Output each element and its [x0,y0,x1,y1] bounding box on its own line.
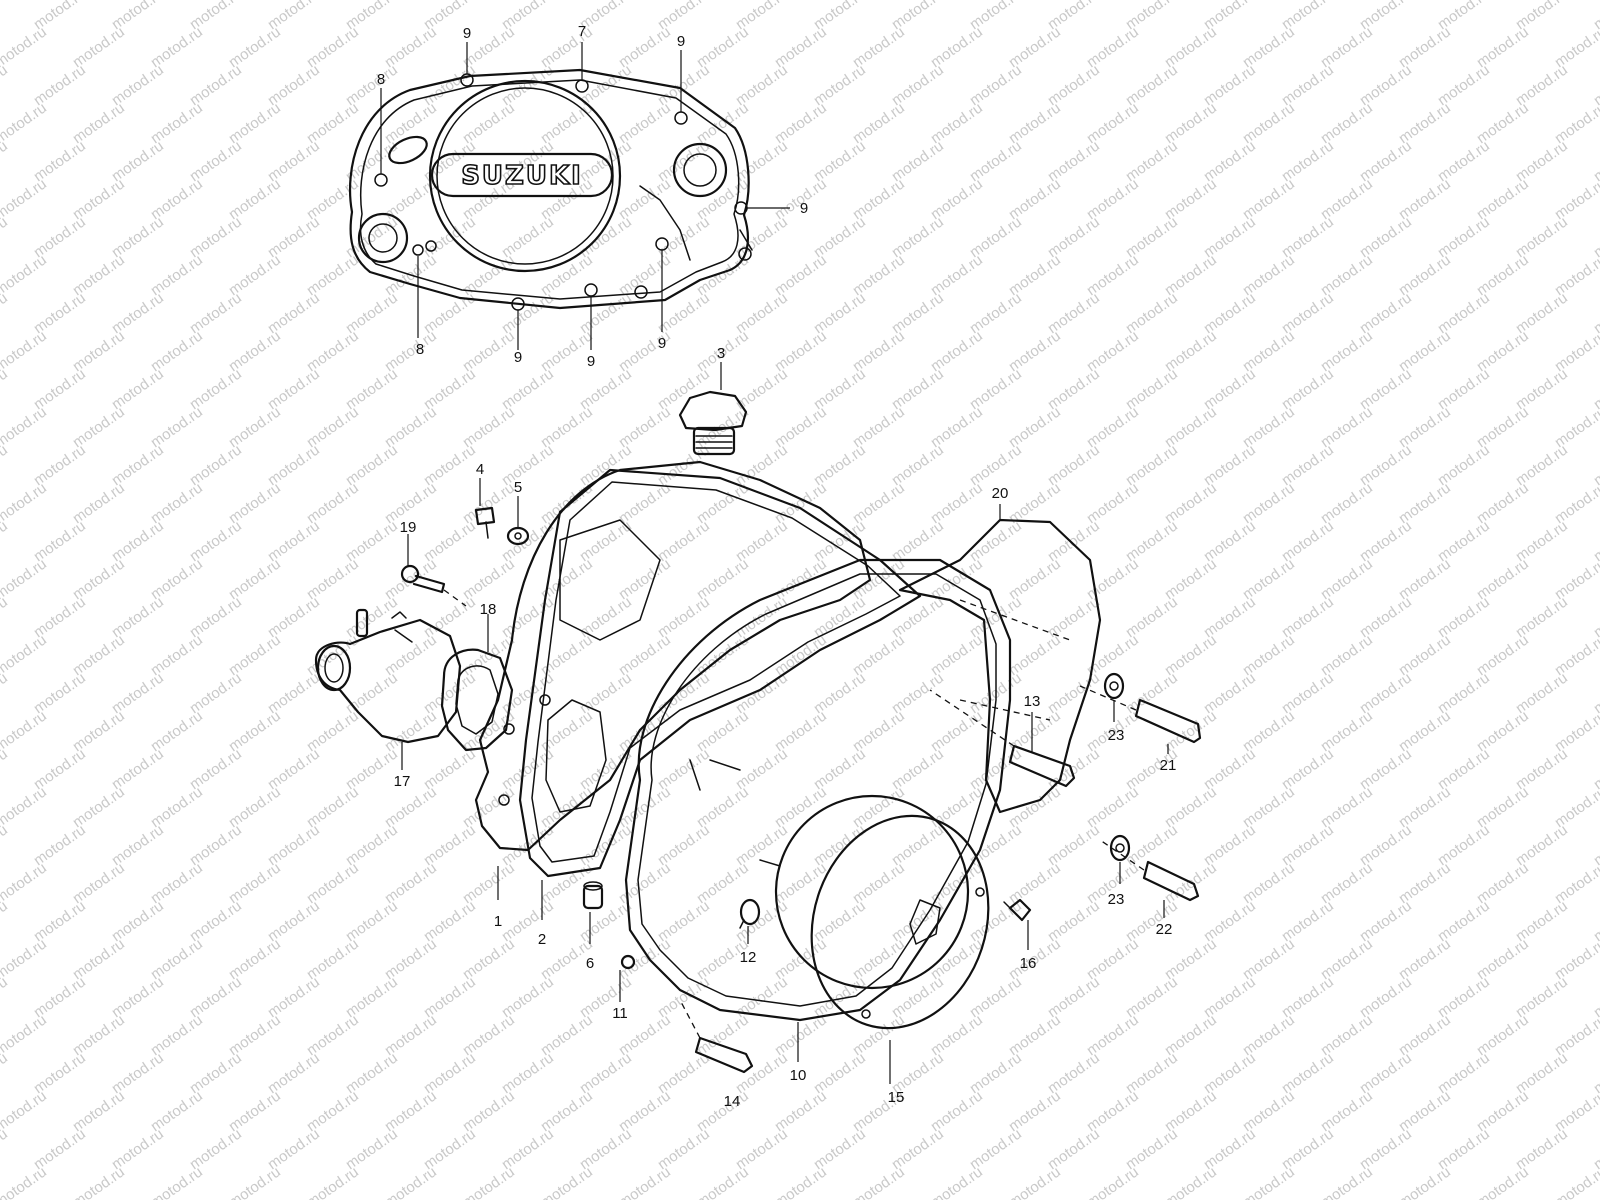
bolt-4 [474,506,496,539]
inner-crankcase-cover [474,460,872,852]
callout-9-bottom-mid: 9 [587,353,595,370]
bolt-14 [679,999,754,1074]
bolt-13 [929,689,1076,788]
generator-cover [624,558,1012,1022]
callout-11: 11 [612,1005,628,1022]
leader-lines [380,42,1169,1084]
callout-12: 12 [740,949,757,966]
bolt-21 [1079,685,1202,744]
washer-23a [1103,672,1125,700]
callout-4: 4 [476,461,484,478]
callout-23-lower: 23 [1108,891,1125,908]
callout-8-lower: 8 [416,341,424,358]
callout-1: 1 [494,913,502,930]
callout-3: 3 [717,345,725,362]
screw-11 [620,954,636,970]
oil-filler-cap [678,390,748,456]
bolt-22 [1099,839,1200,902]
clutch-cover-drawing: SUZUKI [348,68,753,311]
callout-13: 13 [1024,693,1041,710]
bolt-19 [400,564,467,607]
washer-5 [506,526,530,546]
callout-19: 19 [400,519,417,536]
dowel-pin-6 [582,881,604,910]
callout-22: 22 [1156,921,1173,938]
washer-23b [1109,834,1131,862]
callout-10: 10 [790,1067,807,1084]
callout-5: 5 [514,479,522,496]
callout-6: 6 [586,955,594,972]
water-pump-housing [314,608,462,744]
callout-14: 14 [724,1093,741,1110]
callout-labels: 1 2 3 4 5 6 7 8 8 9 9 9 9 9 9 10 11 12 1… [377,23,1177,1110]
callout-9-top-left: 9 [463,25,471,42]
callout-16: 16 [1020,955,1037,972]
plug-12 [739,898,761,929]
screw-16 [1003,898,1032,922]
callout-9-top-right: 9 [677,33,685,50]
callout-9-bottom-left: 9 [514,349,522,366]
callout-9-bottom-right: 9 [658,335,666,352]
callout-15: 15 [888,1089,905,1106]
callout-2: 2 [538,931,546,948]
callout-7: 7 [578,23,586,40]
outer-cover [898,518,1102,814]
crankcase-gasket [518,468,922,878]
callout-9-right: 9 [800,200,808,217]
water-pump-gasket [440,648,514,752]
cover-plate [810,814,990,1030]
callout-18: 18 [480,601,497,618]
callout-17: 17 [394,773,411,790]
callout-23-upper: 23 [1108,727,1125,744]
callout-21: 21 [1160,757,1177,774]
suzuki-logo: SUZUKI [461,161,583,191]
callout-20: 20 [992,485,1009,502]
callout-8-upper: 8 [377,71,385,88]
